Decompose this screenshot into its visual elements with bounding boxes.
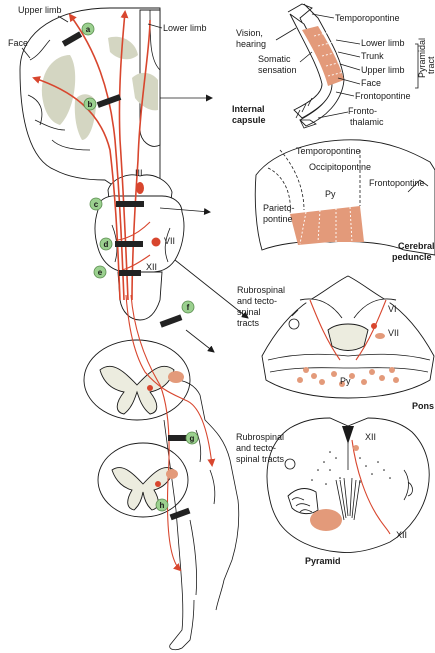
badge-c: c xyxy=(94,200,99,209)
ic-face: Face xyxy=(361,78,381,88)
cerebral-peduncle-panel xyxy=(255,140,435,255)
badge-h: h xyxy=(160,501,165,510)
lesion-bar-d xyxy=(115,241,143,247)
cp-occipitopontine: Occipitopontine xyxy=(309,162,371,172)
ic-frontothalamic-1: Fronto- xyxy=(348,106,377,116)
lesion-bar-h xyxy=(170,508,191,520)
ic-frontopontine: Frontopontine xyxy=(355,91,411,101)
ic-trunk: Trunk xyxy=(361,51,384,61)
ic-title-1: Internal xyxy=(232,104,265,114)
ic-temporopontine: Temporopontine xyxy=(335,13,400,23)
ic-title-2: capsule xyxy=(232,115,266,125)
pons-title: Pons xyxy=(412,401,434,411)
pons-py: Py xyxy=(340,376,351,386)
ic-upper-limb: Upper limb xyxy=(361,65,405,75)
pons-rubro-4: tracts xyxy=(237,318,260,328)
label-face: Face xyxy=(8,38,28,48)
badge-g: g xyxy=(190,434,195,443)
pyr-rubro-1: Rubrospinal xyxy=(236,432,284,442)
cp-title-2: peduncle xyxy=(392,252,432,262)
lesion-bar-g xyxy=(168,435,188,441)
lesion-bar-c xyxy=(116,201,144,207)
ic-frontothalamic-2: thalamic xyxy=(350,117,384,127)
ic-lower-limb: Lower limb xyxy=(361,38,405,48)
label-cn-III: III xyxy=(135,168,143,178)
pons-rubro-1: Rubrospinal xyxy=(237,285,285,295)
ic-hearing: hearing xyxy=(236,39,266,49)
pons-rubro-2: and tecto- xyxy=(237,296,277,306)
pons-VII: VII xyxy=(388,328,399,338)
spinal-cord-lower xyxy=(98,443,188,517)
badge-b: b xyxy=(88,100,93,109)
badge-f: f xyxy=(187,303,190,312)
cp-temporopontine: Temporopontine xyxy=(296,146,361,156)
ic-tract: tract xyxy=(426,56,435,74)
ic-vision: Vision, xyxy=(236,28,263,38)
badge-e: e xyxy=(98,268,103,277)
cp-title-1: Cerebral xyxy=(398,241,435,251)
cp-frontopontine: Frontopontine xyxy=(369,178,425,188)
label-cn-VII: VII xyxy=(164,236,175,246)
badge-d: d xyxy=(104,240,109,249)
pyr-XII-top: XII xyxy=(365,432,376,442)
pyr-title: Pyramid xyxy=(305,556,341,566)
pyr-rubro-3: spinal tracts xyxy=(236,454,285,464)
cp-pontine: pontine xyxy=(263,214,293,224)
pons-VI: VI xyxy=(388,304,397,314)
lesion-bar-f xyxy=(160,314,183,327)
pons-rubro-3: spinal xyxy=(237,307,261,317)
pyr-rubro-2: and tecto- xyxy=(236,443,276,453)
ic-somatic: Somatic xyxy=(258,54,291,64)
cp-py: Py xyxy=(325,189,336,199)
ic-sensation: sensation xyxy=(258,65,297,75)
label-lower-limb: Lower limb xyxy=(163,23,207,33)
label-cn-XII: XII xyxy=(146,262,157,272)
pyr-XII-bottom: XII xyxy=(396,530,407,540)
cp-parieto: Parieto- xyxy=(263,203,295,213)
label-upper-limb: Upper limb xyxy=(18,5,62,15)
lesion-bar-e xyxy=(119,270,141,276)
badge-a: a xyxy=(86,25,91,34)
